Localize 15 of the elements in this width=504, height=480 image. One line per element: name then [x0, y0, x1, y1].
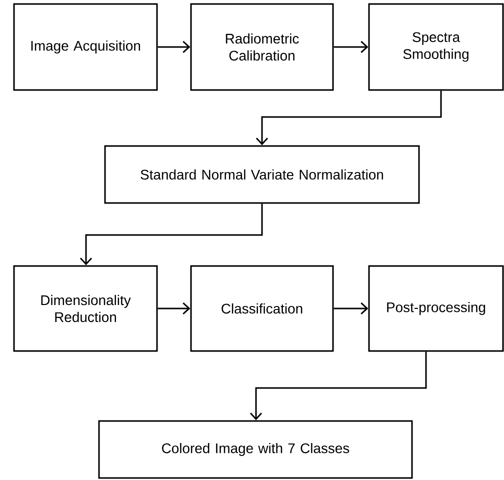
process-box: Spectra Smoothing	[368, 3, 504, 91]
process-box: Radiometric Calibration	[190, 3, 334, 91]
process-box: Classification	[190, 265, 334, 352]
arrow	[334, 302, 368, 315]
process-box: Post-processing	[368, 265, 504, 352]
arrow	[256, 90, 442, 146]
process-box: Image Acquisition	[13, 3, 158, 91]
arrow	[158, 302, 190, 315]
arrow	[250, 352, 427, 420]
process-box: Colored Image with 7 Classes	[98, 420, 413, 479]
arrow	[158, 40, 190, 54]
process-box: Dimensionality Reduction	[13, 265, 158, 352]
arrow	[334, 40, 368, 54]
process-box: Standard Normal Variate Normalization	[104, 145, 420, 204]
arrow	[80, 204, 263, 266]
